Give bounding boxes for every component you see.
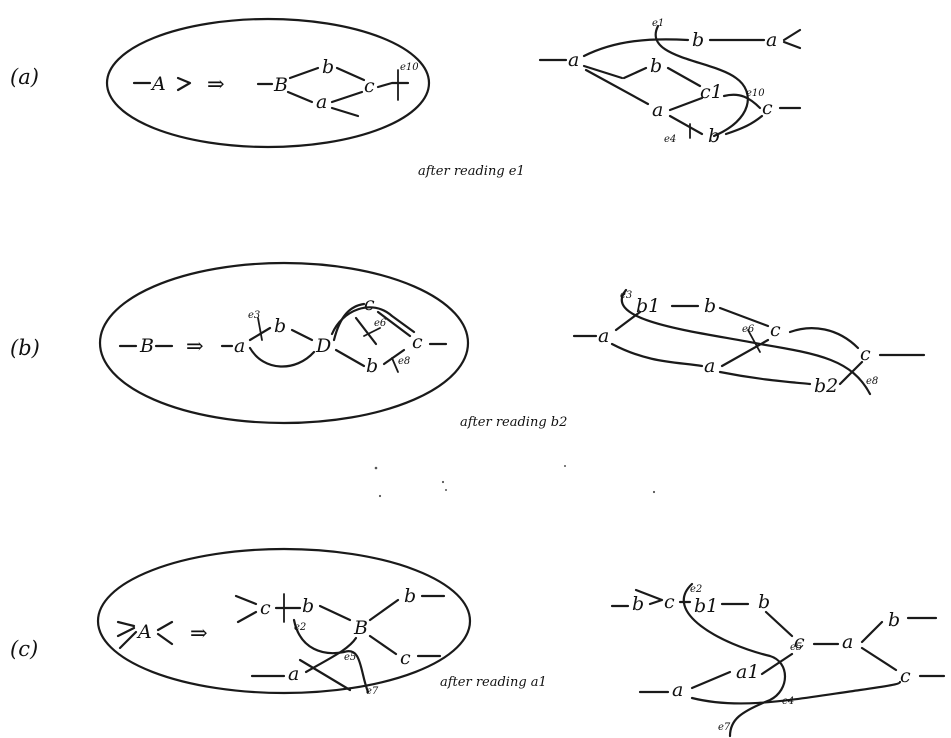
row-c-rule-node-B: B: [353, 617, 368, 639]
row-c-state-edge-3: e4: [782, 696, 794, 707]
row-b-rule-node-c1: c: [364, 293, 375, 315]
row-b-state-node-c2: c: [860, 343, 871, 365]
row-a-state-edge-1: e1: [652, 18, 664, 29]
row-b-rule-node-b2: b: [366, 355, 378, 377]
row-a-rule-node-c: c: [364, 75, 375, 97]
row-a-rule: A ⇒ B b c a e10: [132, 56, 419, 118]
row-b-label: (b): [10, 336, 40, 360]
row-a-rule-node-a: a: [316, 91, 327, 113]
row-c-rule: A ⇒ c b B b c a e2 e5 e7: [116, 585, 446, 697]
row-c-state-node-a3: a1: [736, 661, 759, 683]
row-b-state-node-c1: c: [770, 319, 781, 341]
row-b-rule-edge-1: e3: [248, 310, 260, 321]
row-c-state-node-a2: a: [672, 679, 683, 701]
row-a-state-node-3: a: [766, 29, 777, 51]
row-b-rule-arrow: ⇒: [186, 334, 204, 358]
row-b-state-edge-1: e3: [620, 290, 632, 301]
row-c-state-node-a1: a: [842, 631, 853, 653]
row-c-rule-lhs: A: [136, 621, 152, 643]
row-b-caption: after reading b2: [460, 415, 567, 430]
row-a-state-node-2: b: [692, 29, 704, 51]
row-c-rule-node-a: a: [288, 663, 299, 685]
row-c-rule-node-b2: b: [404, 585, 416, 607]
row-a-state-graph: a b a b c1 a c b e1 e10 e4: [538, 18, 802, 147]
row-a-label: (a): [10, 65, 39, 89]
row-b-rule-node-D: D: [315, 335, 331, 357]
row-c: (c) A ⇒ c b B b c a e2 e5: [10, 547, 946, 738]
row-b-state-edge-3: e8: [866, 376, 878, 387]
row-b: (b) B ⇒ a b D e3 c b c e: [10, 261, 926, 430]
row-b-rule-node-c2: c: [412, 331, 423, 353]
row-c-rule-edge-1: e2: [294, 622, 306, 633]
row-a-state-node-7: c: [762, 97, 773, 119]
row-b-state-node-b2: b2: [814, 375, 838, 397]
row-c-rule-edge-3: e7: [366, 686, 379, 697]
row-c-rule-node-c1: c: [260, 597, 271, 619]
row-c-state-node-b0: b: [632, 593, 644, 615]
row-c-state-graph: b c b1 b c a b c a a1 e2 e5 e4: [610, 582, 946, 738]
row-c-state-edge-2: e5: [790, 642, 802, 653]
row-c-state-node-b1: b1: [694, 595, 718, 617]
row-c-rule-edge-2: e5: [344, 652, 356, 663]
row-a-rule-node-B: B: [273, 74, 288, 96]
row-b-rule-node-b1: b: [274, 315, 286, 337]
row-c-state-node-b2: b: [888, 609, 900, 631]
row-b-rule-node-a: a: [234, 335, 245, 357]
row-c-state-node-b: b: [758, 591, 770, 613]
row-c-state-edge-4: e7: [718, 722, 731, 733]
row-a-rule-bubble: [105, 17, 431, 149]
row-b-state-node-b: b: [704, 295, 716, 317]
row-a-rule-lhs: A: [150, 73, 166, 95]
row-a-state-edge-2: e10: [746, 88, 765, 99]
row-a-state-node-6: a: [652, 99, 663, 121]
row-b-rule-edge-3: e8: [398, 356, 410, 367]
row-a-state-node-5: c1: [700, 81, 723, 103]
row-a: (a) A ⇒ B b c a e10 after reading e1 a: [10, 17, 802, 179]
row-c-rule-node-b1: b: [302, 595, 314, 617]
row-b-state-node-a2: a: [704, 355, 715, 377]
row-c-caption: after reading a1: [440, 675, 547, 690]
row-a-state-edge-3: e4: [664, 134, 676, 145]
row-a-rule-edge-label: e10: [400, 62, 419, 73]
row-b-rule-bubble: [98, 261, 470, 425]
scan-specks: [374, 465, 656, 498]
row-b-rule-lhs: B: [139, 335, 154, 357]
row-c-state-edge-1: e2: [690, 584, 702, 595]
row-c-state-node-c1: c: [794, 631, 805, 653]
row-a-state-node-1: a: [568, 49, 579, 71]
row-a-rule-arrow: ⇒: [207, 72, 225, 96]
row-c-state-node-c2: c: [900, 665, 911, 687]
row-c-rule-bubble: [96, 547, 472, 695]
row-b-rule-edge-2: e6: [374, 318, 387, 329]
row-b-state-graph: a b1 b c c a b2 e3 e6 e8: [572, 288, 926, 397]
row-b-state-edge-2: e6: [742, 324, 755, 335]
row-a-state-node-4: b: [650, 55, 662, 77]
row-b-state-node-b1: b1: [636, 295, 660, 317]
row-c-state-node-c0: c: [664, 591, 675, 613]
row-b-state-node-a1: a: [598, 325, 609, 347]
row-c-rule-arrow: ⇒: [190, 621, 208, 645]
row-b-rule: B ⇒ a b D e3 c b c e6 e8: [118, 293, 448, 377]
row-c-label: (c): [10, 637, 38, 661]
row-c-rule-node-c2: c: [400, 647, 411, 669]
row-a-rule-node-b: b: [322, 56, 334, 78]
row-a-caption: after reading e1: [418, 164, 525, 179]
